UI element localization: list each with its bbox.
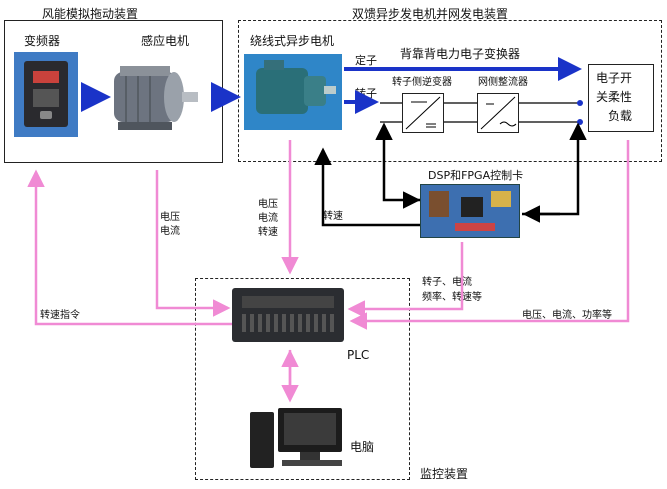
pc-label: 电脑 [350,440,375,454]
generator-label: 绕线式异步电机 [250,34,335,48]
wind-simulation-title: 风能模拟拖动装置 [40,7,141,21]
grid-signal-label: 电压、电流、功率等 [522,310,612,321]
load-label-line-2: 关柔性 [596,90,633,104]
motor-voltage-label: 电压 [160,212,180,223]
rotor-signal-line-1: 转子、电流 [422,277,472,288]
dsp-speed-line [314,147,420,227]
induction-motor-label: 感应电机 [141,34,190,48]
gen-speed-label: 转速 [258,227,278,238]
speed-command-label: 转速指令 [40,310,80,321]
inverter-label: 变频器 [24,34,61,48]
gen-current-label: 电流 [258,213,278,224]
dfig-title: 双馈异步发电机并网发电装置 [350,7,511,21]
stator-label: 定子 [355,54,377,67]
motor-signal-to-plc [155,170,231,317]
dsp-board-image [420,184,520,238]
dsp-grid-control-line [522,122,587,216]
dsp-rotor-control-line [375,122,420,202]
monitor-title: 监控装置 [420,467,469,481]
motor-current-label: 电流 [160,226,180,237]
generator-image [244,54,342,130]
plc-label: PLC [347,348,370,362]
load-label-line-3: 负载 [608,109,633,123]
speed-command-to-inverter [27,169,232,326]
grid-converter-label: 网侧整流器 [478,77,528,88]
dsp-signal-to-plc [347,242,464,318]
gen-voltage-label: 电压 [258,199,278,210]
plc-image [232,288,344,342]
rotor-converter-label: 转子侧逆变器 [392,77,452,88]
load-signal-to-plc [349,140,630,330]
backup-converter-label: 背靠背电力电子变换器 [400,47,521,61]
load-label-line-1: 电子开 [596,71,633,85]
dsp-label: DSP和FPGA控制卡 [428,169,524,182]
electronic-load-box [588,64,654,132]
inverter-image [14,52,78,137]
rotor-signal-line-2: 频率、转速等 [422,292,482,303]
speed-signal-label: 转速 [323,211,343,222]
pc-image [250,408,352,470]
monitor-box [195,278,410,480]
